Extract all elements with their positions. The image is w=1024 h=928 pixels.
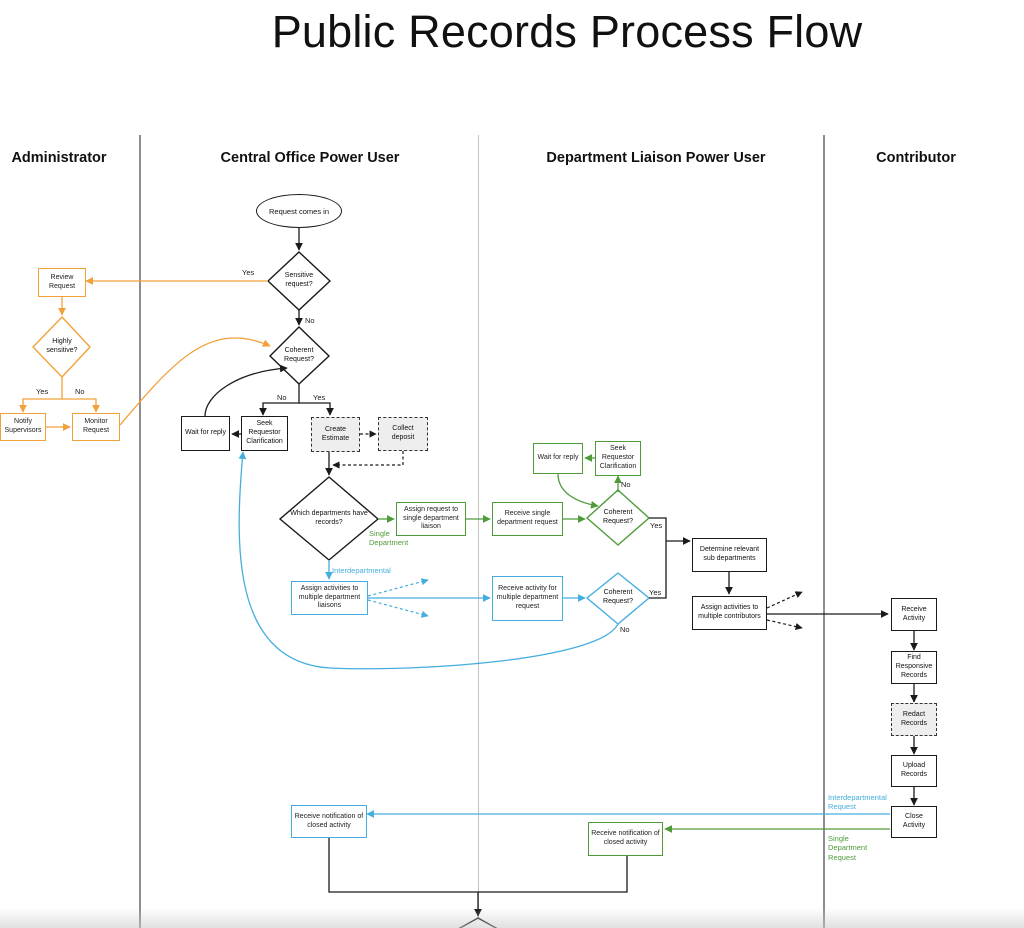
receive-multiple-activity-box: Receive activity for multiple department… [492,576,563,621]
notify-supervisors-box: Notify Supervisors [0,413,46,441]
lane-divider [139,135,141,928]
edge-label-no: No [75,387,85,396]
notify-closed-central-box: Receive notification of closed activity [291,805,367,838]
seek-clarification-liaison-box: Seek Requestor Clarification [595,441,641,476]
coherent-request-single-label: Coherent Request? [603,509,633,525]
create-estimate-box: Create Estimate [311,417,360,452]
edge-label-no: No [621,480,631,489]
page-title: Public Records Process Flow [271,6,863,57]
edge-label-yes: Yes [242,268,255,277]
request-comes-in-node: Request comes in [256,194,342,228]
redact-records-box: Redact Records [891,703,937,736]
edge-label-single-department: Single Department [369,529,409,548]
lane-header-central-office: Central Office Power User [220,150,400,166]
edge-label-no: No [620,625,630,634]
sensitive-request-label: Sensitive request? [284,272,314,288]
find-responsive-records-box: Find Responsive Records [891,651,937,684]
determine-sub-departments-box: Determine relevant sub departments [692,538,767,572]
coherent-request-multiple-label: Coherent Request? [603,589,633,605]
lane-divider [478,135,479,928]
lane-header-contributor: Contributor [876,150,956,166]
edge-label-yes: Yes [313,393,326,402]
lane-divider [823,135,825,928]
wait-for-reply-central-box: Wait for reply [181,416,230,451]
edge-label-yes: Yes [650,521,663,530]
edge-label-yes: Yes [649,588,662,597]
monitor-request-box: Monitor Request [72,413,120,441]
receive-activity-box: Receive Activity [891,598,937,631]
edge-label-no: No [277,393,287,402]
collect-deposit-box: Collect deposit [378,417,428,451]
notify-closed-liaison-box: Receive notification of closed activity [588,822,663,856]
coherent-request-single-diamond [585,489,651,546]
edge-label-yes: Yes [36,387,49,396]
edge-label-interdepartmental-request: Interdepartmental Request [828,793,887,812]
assign-single-liaison-box: Assign request to single department liai… [396,502,466,536]
close-activity-box: Close Activity [891,806,937,838]
lane-header-department-liaison: Department Liaison Power User [546,150,766,166]
which-departments-label: Which departments have records? [290,510,368,526]
review-request-box: Review Request [38,268,86,297]
coherent-request-central-label: Coherent Request? [284,347,314,363]
edge-label-single-department-request: Single Department Request [828,834,868,862]
receive-single-request-box: Receive single department request [492,502,563,536]
assign-multiple-liaisons-box: Assign activities to multiple department… [291,581,368,615]
edge-label-no: No [305,316,315,325]
highly-sensitive-label: Highly sensitive? [46,338,78,354]
bottom-shade [0,908,1024,928]
edge-label-interdepartmental: Interdepartmental [332,566,391,575]
seek-clarification-central-box: Seek Requestor Clarification [241,416,288,451]
wait-for-reply-liaison-box: Wait for reply [533,443,583,474]
upload-records-box: Upload Records [891,755,937,787]
assign-multiple-contributors-box: Assign activities to multiple contributo… [692,596,767,630]
lane-header-administrator: Administrator [11,150,107,166]
